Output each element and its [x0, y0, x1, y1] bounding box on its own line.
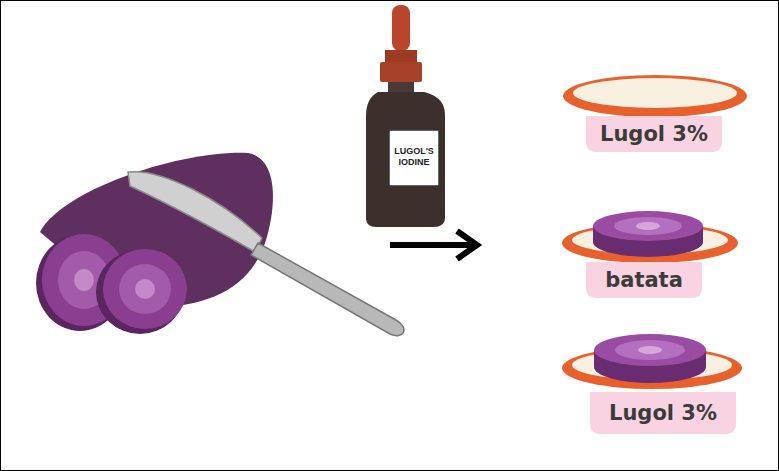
potato-slice-core: [74, 269, 94, 291]
potato-slice-ring: [614, 217, 682, 235]
potato-slice-ring: [119, 264, 171, 314]
dropper-collar: [385, 50, 417, 62]
dropper-bulb: [392, 5, 410, 51]
knife-blade: [128, 172, 262, 252]
process-arrow: [390, 242, 474, 248]
knife-handle: [251, 243, 404, 336]
plate: [562, 223, 738, 263]
sample-label: Lugol 3%: [600, 122, 708, 146]
bottle-label-panel: [389, 130, 439, 186]
potato-slice-core: [638, 346, 662, 354]
bottle-cap: [380, 62, 422, 82]
bottle-neck: [388, 82, 414, 92]
potato-slice: [593, 211, 703, 241]
plate: [563, 75, 747, 117]
potato-slice-core: [636, 222, 660, 230]
potato-slice: [594, 334, 706, 366]
potato-slice-core: [135, 279, 155, 299]
potato-slice-ring: [615, 340, 685, 360]
arrow-head: [457, 231, 477, 259]
label-box: batata: [586, 262, 702, 298]
label-box: Lugol 3%: [586, 116, 722, 152]
label-box: Lugol 3%: [590, 392, 736, 434]
potato-slice: [103, 249, 187, 329]
plate: [562, 347, 742, 389]
sample-label: batata: [605, 268, 683, 292]
bottle-body: [366, 92, 445, 227]
bottle-label-text: LUGOL'S IODINE: [389, 146, 439, 168]
sample-label: Lugol 3%: [609, 401, 717, 425]
plate-well: [573, 78, 737, 108]
